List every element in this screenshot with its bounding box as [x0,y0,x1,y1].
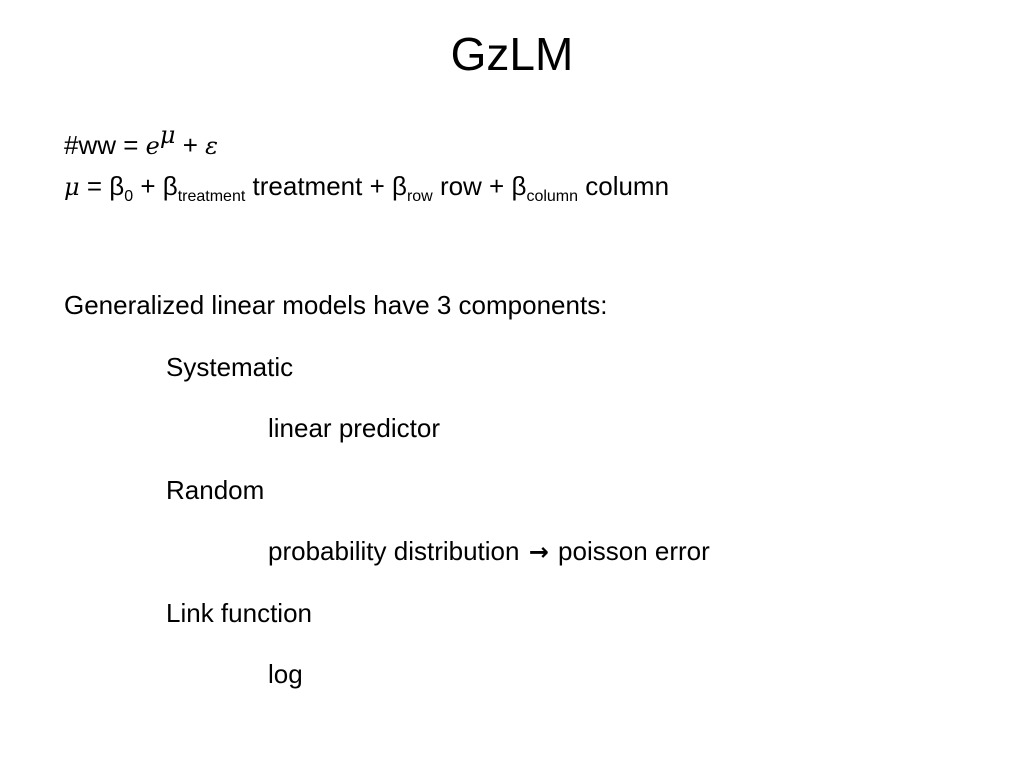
equation-lhs: #ww = [64,130,146,160]
beta-sub-column: column [526,188,579,205]
beta-sub-row: row [406,188,433,205]
component-random: Random [166,475,265,505]
column-term: column [578,171,670,201]
treatment-term: treatment + β [245,171,407,201]
beta-sub-treatment: treatment [177,188,246,205]
plus-beta: + β [133,171,178,201]
component-systematic-detail: linear predictor [268,413,440,443]
plus-sign: + [175,130,206,160]
component-random-detail: probability distribution → poisson error [268,534,710,569]
epsilon-symbol: ε [205,132,218,160]
right-arrow-icon: → [528,538,549,566]
exponential-e: e [145,132,160,160]
intro-text: Generalized linear models have 3 compone… [64,290,608,320]
component-systematic: Systematic [166,352,294,382]
mu-superscript: μ [159,121,176,149]
linear-predictor-equation: μ = β0 + βtreatment treatment + βrow row… [64,169,670,205]
model-equation: #ww = eμ + ε [64,123,218,163]
beta-sub-0: 0 [124,188,134,205]
eq-beta: = β [79,171,125,201]
component-link-function: Link function [166,598,312,628]
component-link-detail: log [268,659,303,689]
random-detail-before: probability distribution [268,536,520,566]
mu-symbol: μ [64,173,80,201]
row-term: row + β [432,171,527,201]
slide-title: GzLM [450,28,574,80]
random-detail-after: poisson error [558,536,710,566]
